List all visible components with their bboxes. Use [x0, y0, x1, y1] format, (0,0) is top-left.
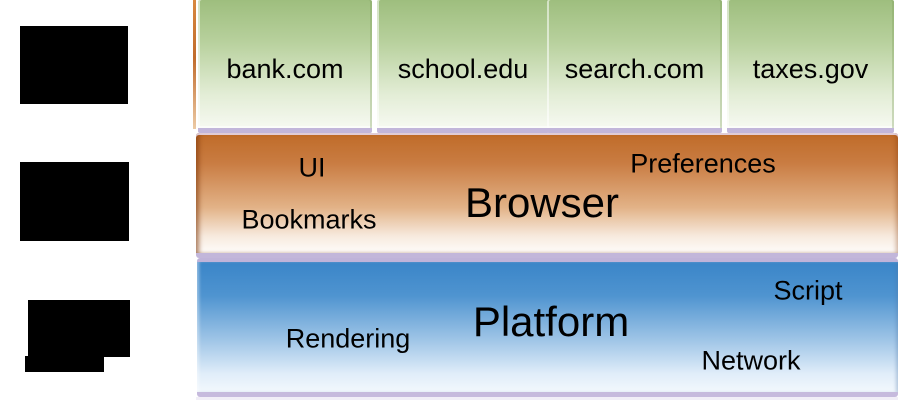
platform-layer-box: Script Platform Rendering Network: [197, 258, 898, 397]
browser-layer-box: UI Preferences Browser Bookmarks: [196, 133, 898, 258]
browser-ui-label: UI: [298, 152, 326, 183]
orange-edge-strip: [193, 0, 196, 129]
web-page-label: search.com: [564, 53, 705, 84]
web-page-box-taxes: taxes.gov: [727, 0, 894, 133]
web-page-label: school.edu: [397, 53, 529, 84]
platform-layer-title: Platform: [472, 298, 630, 345]
web-page-label: taxes.gov: [752, 53, 869, 84]
browser-bookmarks-label: Bookmarks: [241, 204, 377, 235]
web-page-box-search: search.com: [547, 0, 722, 133]
web-page-label: bank.com: [226, 53, 344, 84]
redacted-label-block-middle: [20, 162, 129, 241]
platform-rendering-label: Rendering: [285, 323, 411, 354]
browser-preferences-label: Preferences: [630, 148, 776, 179]
next-layer-edge: [196, 397, 898, 400]
platform-script-label: Script: [773, 275, 843, 306]
redacted-label-block-top: [20, 26, 128, 104]
browser-layer-title: Browser: [464, 179, 620, 226]
platform-network-label: Network: [701, 345, 801, 376]
web-page-box-bank: bank.com: [198, 0, 372, 133]
web-page-box-school: school.edu: [377, 0, 549, 133]
redacted-label-block-bottom-tail: [25, 356, 104, 372]
redacted-label-block-bottom: [28, 300, 130, 357]
